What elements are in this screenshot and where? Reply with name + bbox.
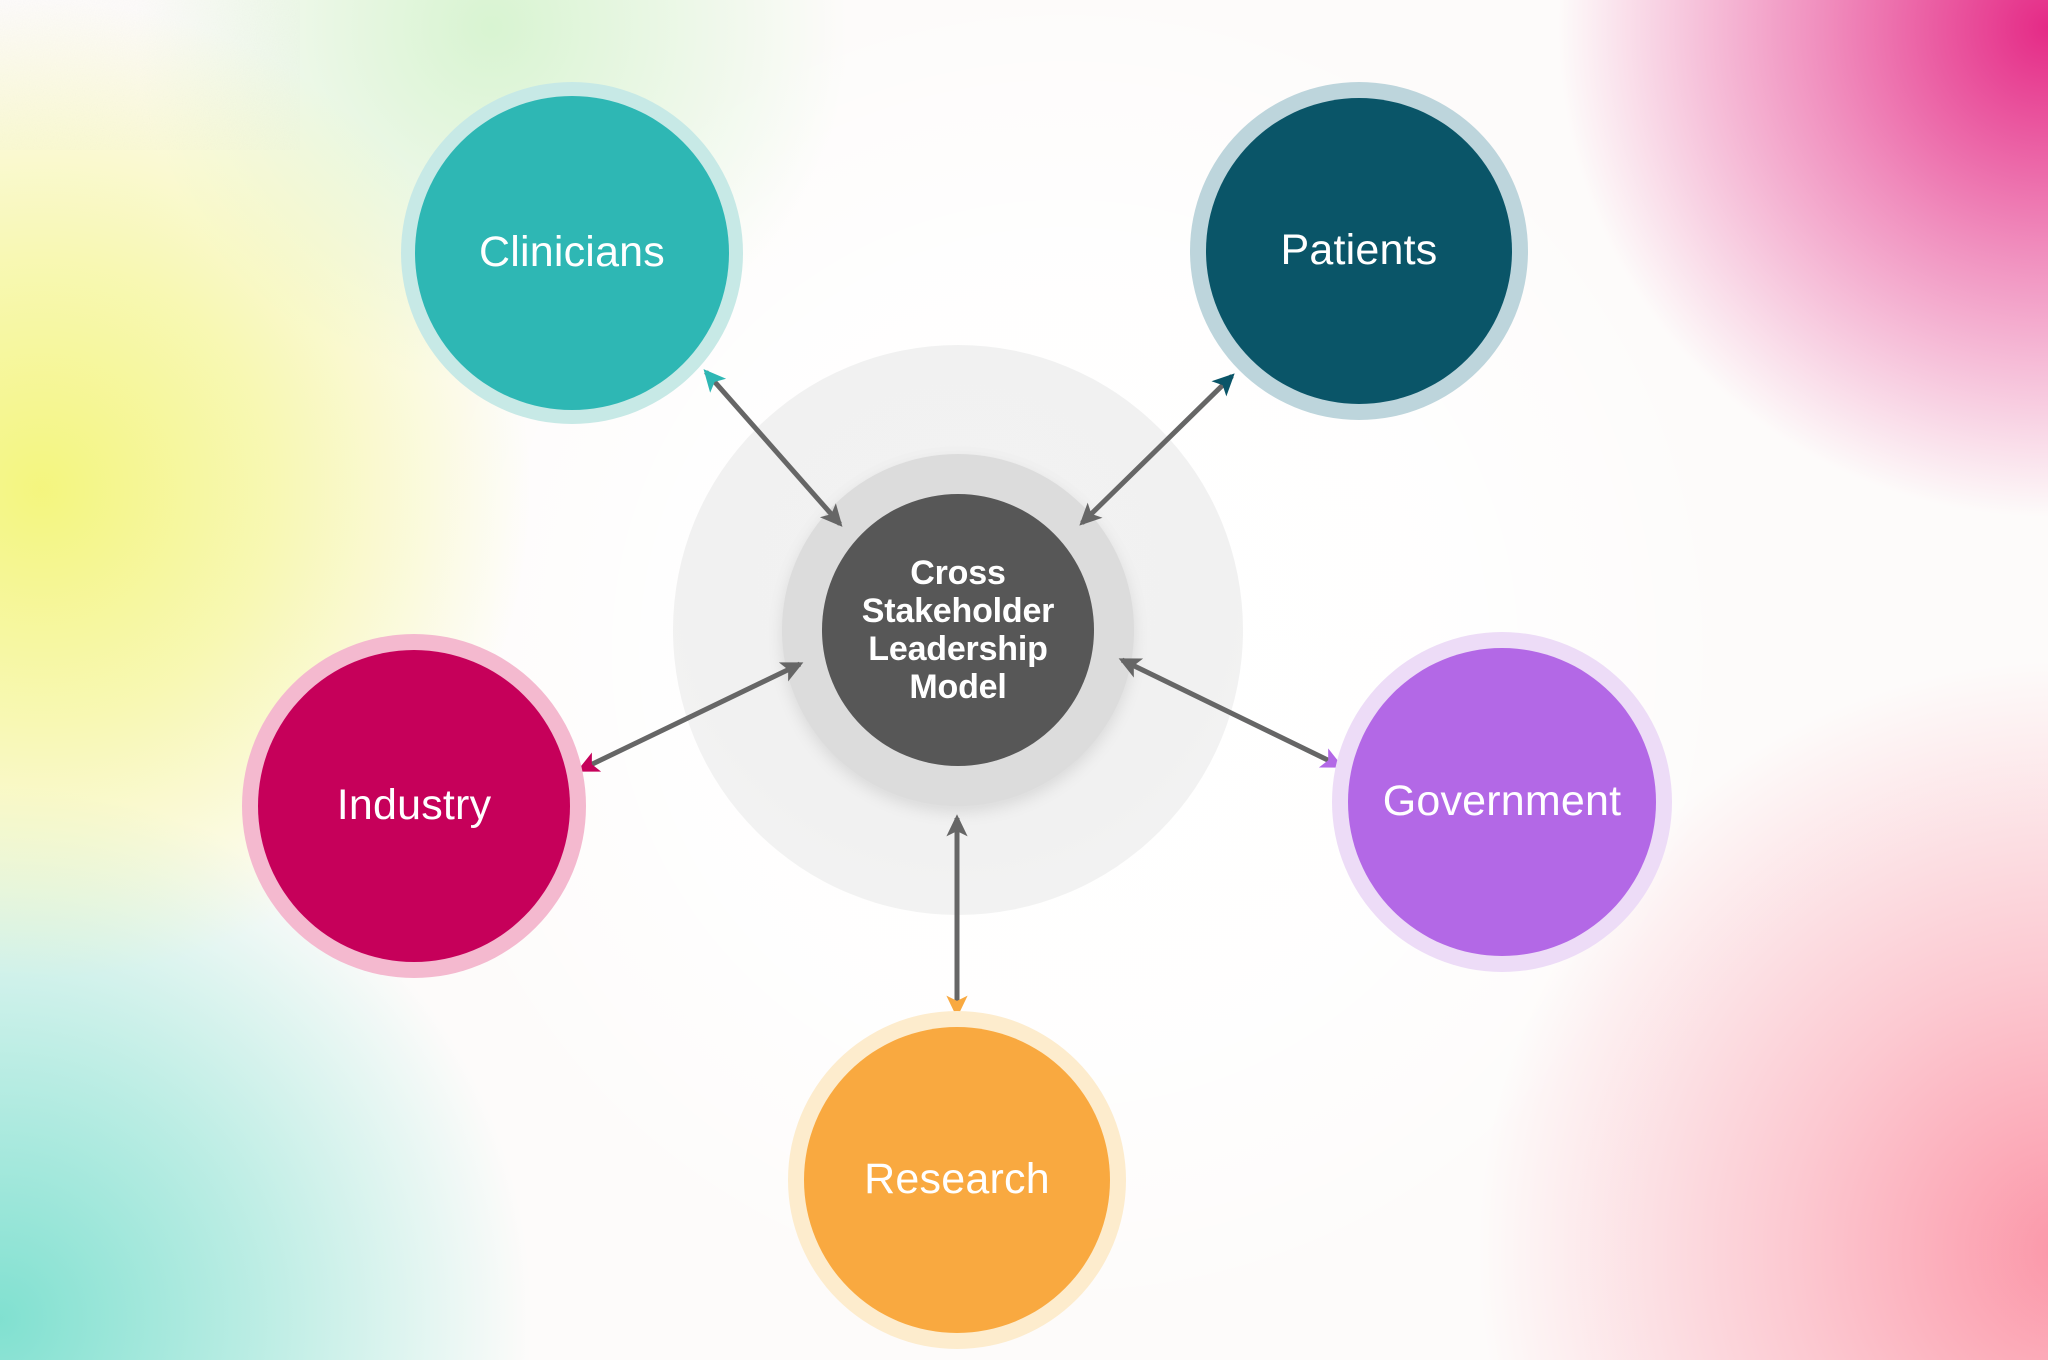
node-clinicians[interactable]: Clinicians [415,96,729,410]
node-industry[interactable]: Industry [258,650,570,962]
node-label-government: Government [1382,777,1622,826]
node-center-hub[interactable]: Cross Stakeholder Leadership Model [822,494,1094,766]
node-label-center-hub: Cross Stakeholder Leadership Model [861,553,1055,707]
node-label-patients: Patients [1280,226,1438,275]
background-noise-texture [0,0,300,150]
node-government[interactable]: Government [1348,648,1656,956]
node-label-industry: Industry [336,781,492,830]
node-label-research: Research [864,1155,1050,1204]
node-label-clinicians: Clinicians [478,228,665,277]
node-patients[interactable]: Patients [1206,98,1512,404]
node-research[interactable]: Research [804,1027,1110,1333]
